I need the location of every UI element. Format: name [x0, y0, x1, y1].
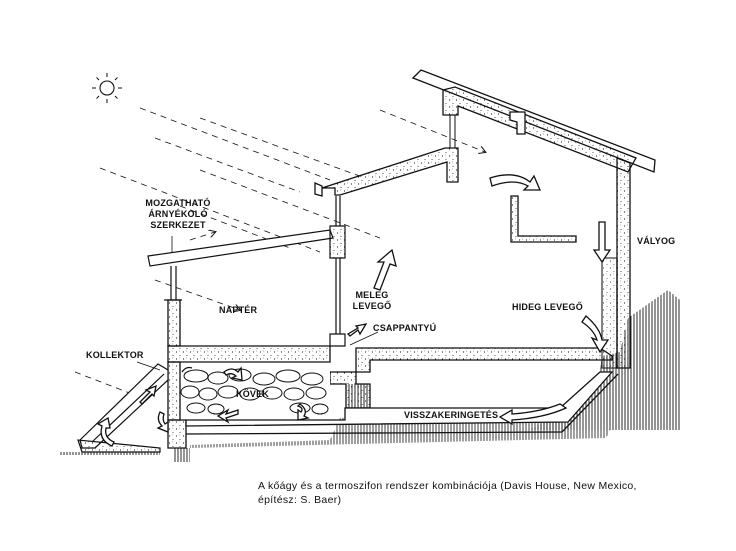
- figure-caption: A kőágy és a termoszifon rendszer kombin…: [258, 480, 637, 506]
- leader-lines: [136, 236, 379, 371]
- airflow-arrow-icon: [96, 174, 612, 447]
- label-cold-air: HIDEG LEVEGŐ: [512, 302, 583, 312]
- label-warm-air: MELEG LEVEGŐ: [352, 290, 392, 311]
- label-recirculation: VISSZAKERINGETÉS: [404, 410, 499, 420]
- sun-icon: [92, 73, 122, 103]
- solar-rays: [74, 107, 485, 397]
- label-damper: CSAPPANTYÚ: [373, 323, 437, 333]
- label-sunspace: NAPTÉR: [219, 305, 258, 315]
- collector: [77, 363, 169, 453]
- label-rocks: KÖVEK: [236, 389, 270, 399]
- label-collector: KOLLEKTOR: [86, 350, 144, 360]
- label-adobe: VÁLYOG: [637, 236, 676, 246]
- house-structure: [167, 69, 656, 449]
- movable-shading: [147, 196, 346, 347]
- label-movable-shading: MOZGATHATÓ ÁRNYÉKOLÓ SZERKEZET: [145, 198, 211, 230]
